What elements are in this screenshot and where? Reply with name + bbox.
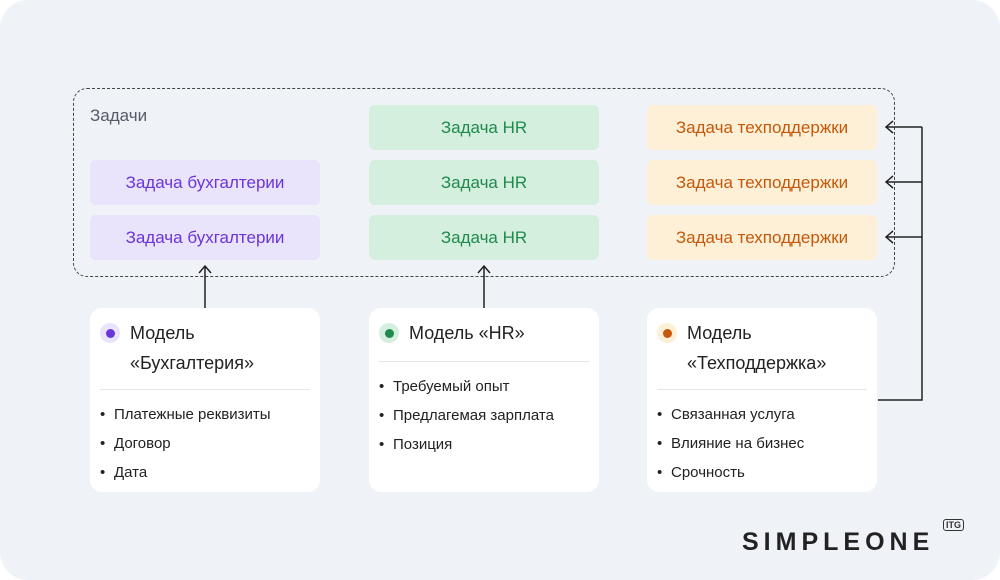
task-accounting: Задача бухгалтерии (90, 215, 320, 260)
connector-line (878, 127, 923, 401)
model-title: «Техподдержка» (687, 353, 827, 373)
list-item: Предлагемая зарплата (379, 401, 589, 430)
list-item: Срочность (657, 458, 867, 487)
list-item: Влияние на бизнес (657, 429, 867, 458)
dot-icon (657, 323, 677, 343)
arrow-up (477, 264, 491, 308)
task-accounting: Задача бухгалтерии (90, 160, 320, 205)
arrow-left (884, 120, 922, 134)
task-hr: Задача HR (369, 215, 599, 260)
model-card-accounting: Модель«Бухгалтерия» Платежные реквизитыД… (90, 308, 320, 492)
model-title: Модель (130, 323, 195, 343)
model-title: «Бухгалтерия» (130, 353, 254, 373)
itg-badge: ITG (943, 519, 964, 531)
arrow-left (884, 230, 922, 244)
task-hr: Задача HR (369, 160, 599, 205)
arrow-up (198, 264, 212, 308)
simpleone-logo: SIMPLEONE (742, 528, 935, 556)
task-support: Задача техподдержки (647, 105, 877, 150)
list-item: Договор (100, 429, 310, 458)
list-item: Платежные реквизиты (100, 400, 310, 429)
task-support: Задача техподдержки (647, 160, 877, 205)
list-item: Связанная услуга (657, 400, 867, 429)
group-label: Задачи (90, 106, 148, 125)
task-hr: Задача HR (369, 105, 599, 150)
list-item: Дата (100, 458, 310, 487)
arrow-left (884, 175, 922, 189)
model-card-hr: Модель «HR» Требуемый опытПредлагемая за… (369, 308, 599, 492)
list-item: Позиция (379, 430, 589, 459)
task-support: Задача техподдержки (647, 215, 877, 260)
list-item: Требуемый опыт (379, 372, 589, 401)
dot-icon (379, 323, 399, 343)
model-title: Модель (687, 323, 752, 343)
dot-icon (100, 323, 120, 343)
model-card-support: Модель «Техподдержка» Связанная услугаВли… (647, 308, 877, 492)
model-title: Модель «HR» (409, 323, 525, 343)
